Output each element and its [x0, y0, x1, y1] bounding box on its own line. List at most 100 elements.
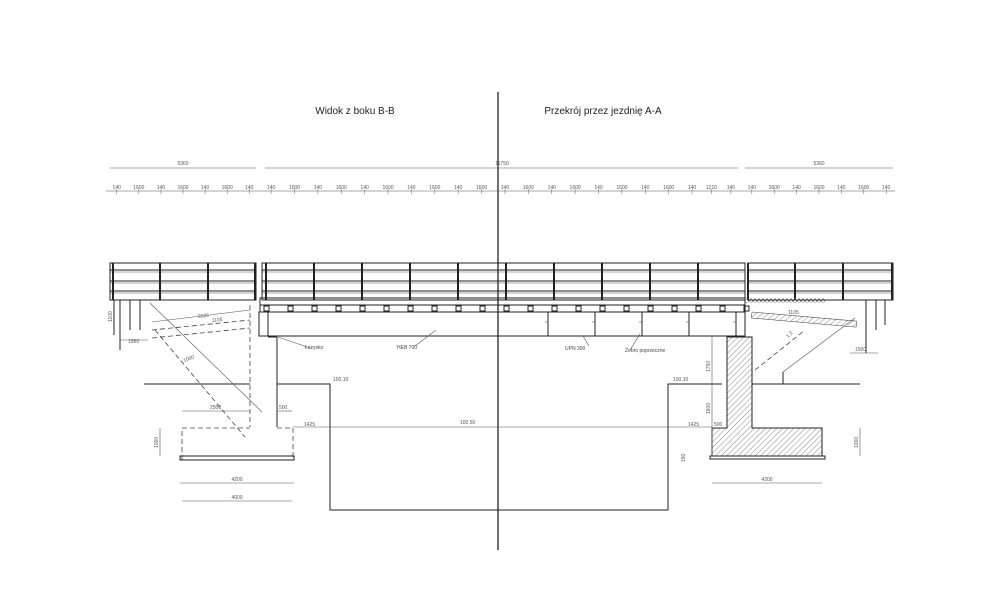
- label-channel: UPN 300: [565, 346, 586, 352]
- dim-left-total: 5360: [177, 161, 188, 167]
- dim-footing-width-2: 4000: [231, 495, 242, 501]
- deck-bolt: [455, 305, 462, 312]
- dim-footing-width-right: 4200: [761, 477, 772, 483]
- dim-row-label: 1600: [476, 185, 487, 191]
- dim-row-label: 140: [157, 185, 166, 191]
- dim-water-right: 1425: [688, 422, 699, 428]
- deck-bolt: [503, 305, 510, 312]
- dim-wall-lower: 1600: [706, 403, 712, 414]
- deck-bolt: [647, 305, 654, 312]
- deck-bolt: [287, 305, 294, 312]
- deck-bolt: [407, 305, 414, 312]
- deck-bolt: [743, 305, 750, 312]
- deck-bolt: [359, 305, 366, 312]
- dim-slope-small: 1105: [212, 317, 224, 324]
- dimension-top: 5360 11750 5360: [106, 161, 895, 192]
- dim-slope: 5525: [198, 313, 210, 320]
- dim-footing-width-1: 4200: [231, 477, 242, 483]
- dim-slope-small-right: 1105: [788, 310, 799, 316]
- dim-row-label: 140: [594, 185, 603, 191]
- dim-row-label: 1600: [769, 185, 780, 191]
- dim-row-label: 140: [548, 185, 557, 191]
- dim-row-label: 140: [882, 185, 891, 191]
- dim-row-label: 140: [245, 185, 254, 191]
- deck-bolt: [527, 305, 534, 312]
- dim-row-label: 1600: [813, 185, 824, 191]
- dim-wall-right: 500: [714, 422, 723, 428]
- title-side-view: Widok z boku B-B: [315, 106, 395, 117]
- dim-row-label: 140: [201, 185, 210, 191]
- deck-bolt: [671, 305, 678, 312]
- deck-bolt: [335, 305, 342, 312]
- label-main-beam: HEB 700: [397, 345, 417, 351]
- channel: 100,10 100,50 100,10: [277, 377, 722, 511]
- dim-row-label: 140: [688, 185, 697, 191]
- dim-row-label: 140: [727, 185, 736, 191]
- level-left-top: 100,10: [333, 377, 349, 383]
- deck-bolt: [719, 305, 726, 312]
- dim-right-total: 5360: [813, 161, 824, 167]
- dimension-row: 140 1600 140 1600 140 1600 140 140 1600 140 1600 14…: [113, 185, 891, 194]
- dim-row-label: 1600: [523, 185, 534, 191]
- dim-row-label: 140: [267, 185, 276, 191]
- dim-small: 1950: [128, 339, 139, 345]
- deck-bolt: [599, 305, 606, 312]
- railing: [261, 262, 746, 301]
- dim-row-label: 140: [360, 185, 369, 191]
- left-abutment: 5525 1105 1100 1950 1000 2500 500 1425 1…: [108, 300, 437, 502]
- dim-wall: 500: [279, 405, 288, 411]
- deck-bolt: [263, 305, 270, 312]
- dim-slope-ratio: 1:2: [785, 330, 794, 339]
- label-rib: Żebro poprzeczne: [625, 347, 666, 354]
- dim-row-label: 1210: [706, 185, 717, 191]
- dim-small-right: 1500: [855, 347, 866, 353]
- dim-row-label: 140: [314, 185, 323, 191]
- dim-row-label: 1600: [336, 185, 347, 191]
- dim-offset: 2500: [210, 405, 221, 411]
- dim-row-label: 140: [748, 185, 757, 191]
- dim-row-label: 1600: [663, 185, 674, 191]
- dim-row-label: 140: [792, 185, 801, 191]
- deck-bolt: [575, 305, 582, 312]
- deck-bolt: [551, 305, 558, 312]
- title-cross-section: Przekrój przez jezdnię A-A: [544, 106, 662, 117]
- deck-bolt: [479, 305, 486, 312]
- dim-row-label: 1600: [616, 185, 627, 191]
- dim-row-label: 140: [501, 185, 510, 191]
- deck-bolt: [431, 305, 438, 312]
- dim-wall-upper: 1750: [706, 361, 712, 372]
- dim-row-label: 1600: [858, 185, 869, 191]
- deck-bolt: [383, 305, 390, 312]
- dim-footing-height-right: 1000: [854, 437, 860, 448]
- level-right-top: 100,10: [673, 377, 689, 383]
- deck-bolt: [623, 305, 630, 312]
- dim-row-label: 1600: [133, 185, 144, 191]
- dim-row-label: 1600: [177, 185, 188, 191]
- dim-row-label: 140: [454, 185, 463, 191]
- dim-row-label: 1600: [429, 185, 440, 191]
- right-abutment: 1750 1600 1425 500 150 4200 1000 1500 1:…: [565, 300, 886, 484]
- dim-footing-height: 1000: [154, 437, 160, 448]
- railing: [109, 262, 257, 301]
- railings: [109, 262, 894, 301]
- dim-water: 1425: [304, 422, 315, 428]
- dim-row-label: 140: [641, 185, 650, 191]
- deck-bolt: [695, 305, 702, 312]
- dim-row-label: 1600: [222, 185, 233, 191]
- level-bottom: 100,50: [460, 420, 476, 426]
- deck-bolt: [311, 305, 318, 312]
- dim-rail-height: 1100: [108, 311, 114, 322]
- dim-row-label: 140: [837, 185, 846, 191]
- label-bearing: Łożysko: [305, 345, 324, 351]
- dim-row-label: 140: [113, 185, 122, 191]
- dim-diagonal: 1000: [183, 354, 196, 364]
- dim-row-label: 1600: [570, 185, 581, 191]
- dim-middle-total: 11750: [495, 161, 509, 167]
- dim-depth: 150: [681, 453, 687, 462]
- dim-row-label: 140: [407, 185, 416, 191]
- deck: [110, 297, 825, 337]
- dim-row-label: 1600: [289, 185, 300, 191]
- dim-row-label: 1600: [382, 185, 393, 191]
- railing: [747, 262, 894, 301]
